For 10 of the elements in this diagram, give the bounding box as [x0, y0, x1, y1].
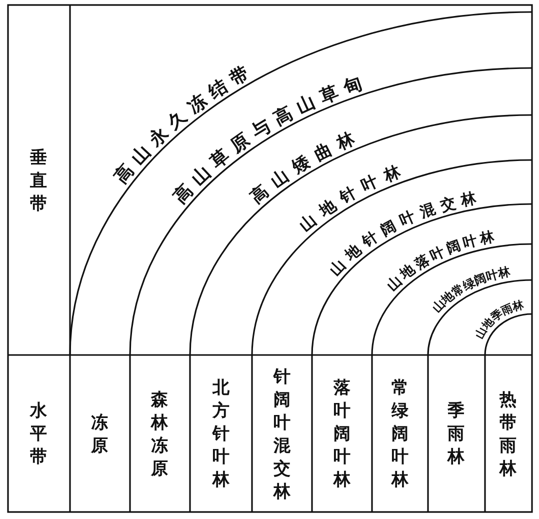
zone-name: 季雨林: [448, 400, 466, 468]
row-header: 水平带: [30, 400, 48, 468]
row-header: 垂直带: [30, 146, 48, 214]
zone-name: 落叶阔叶林: [333, 377, 351, 491]
zone-name: 北方针叶林: [212, 377, 230, 491]
zone-name: 森林冻原: [151, 388, 169, 480]
zone-name: 针阔叶混交林: [273, 366, 291, 502]
zone-name: 冻原: [91, 412, 109, 456]
zone-name: 热带雨林: [500, 388, 518, 480]
zone-name: 常绿阔叶林: [391, 377, 409, 491]
